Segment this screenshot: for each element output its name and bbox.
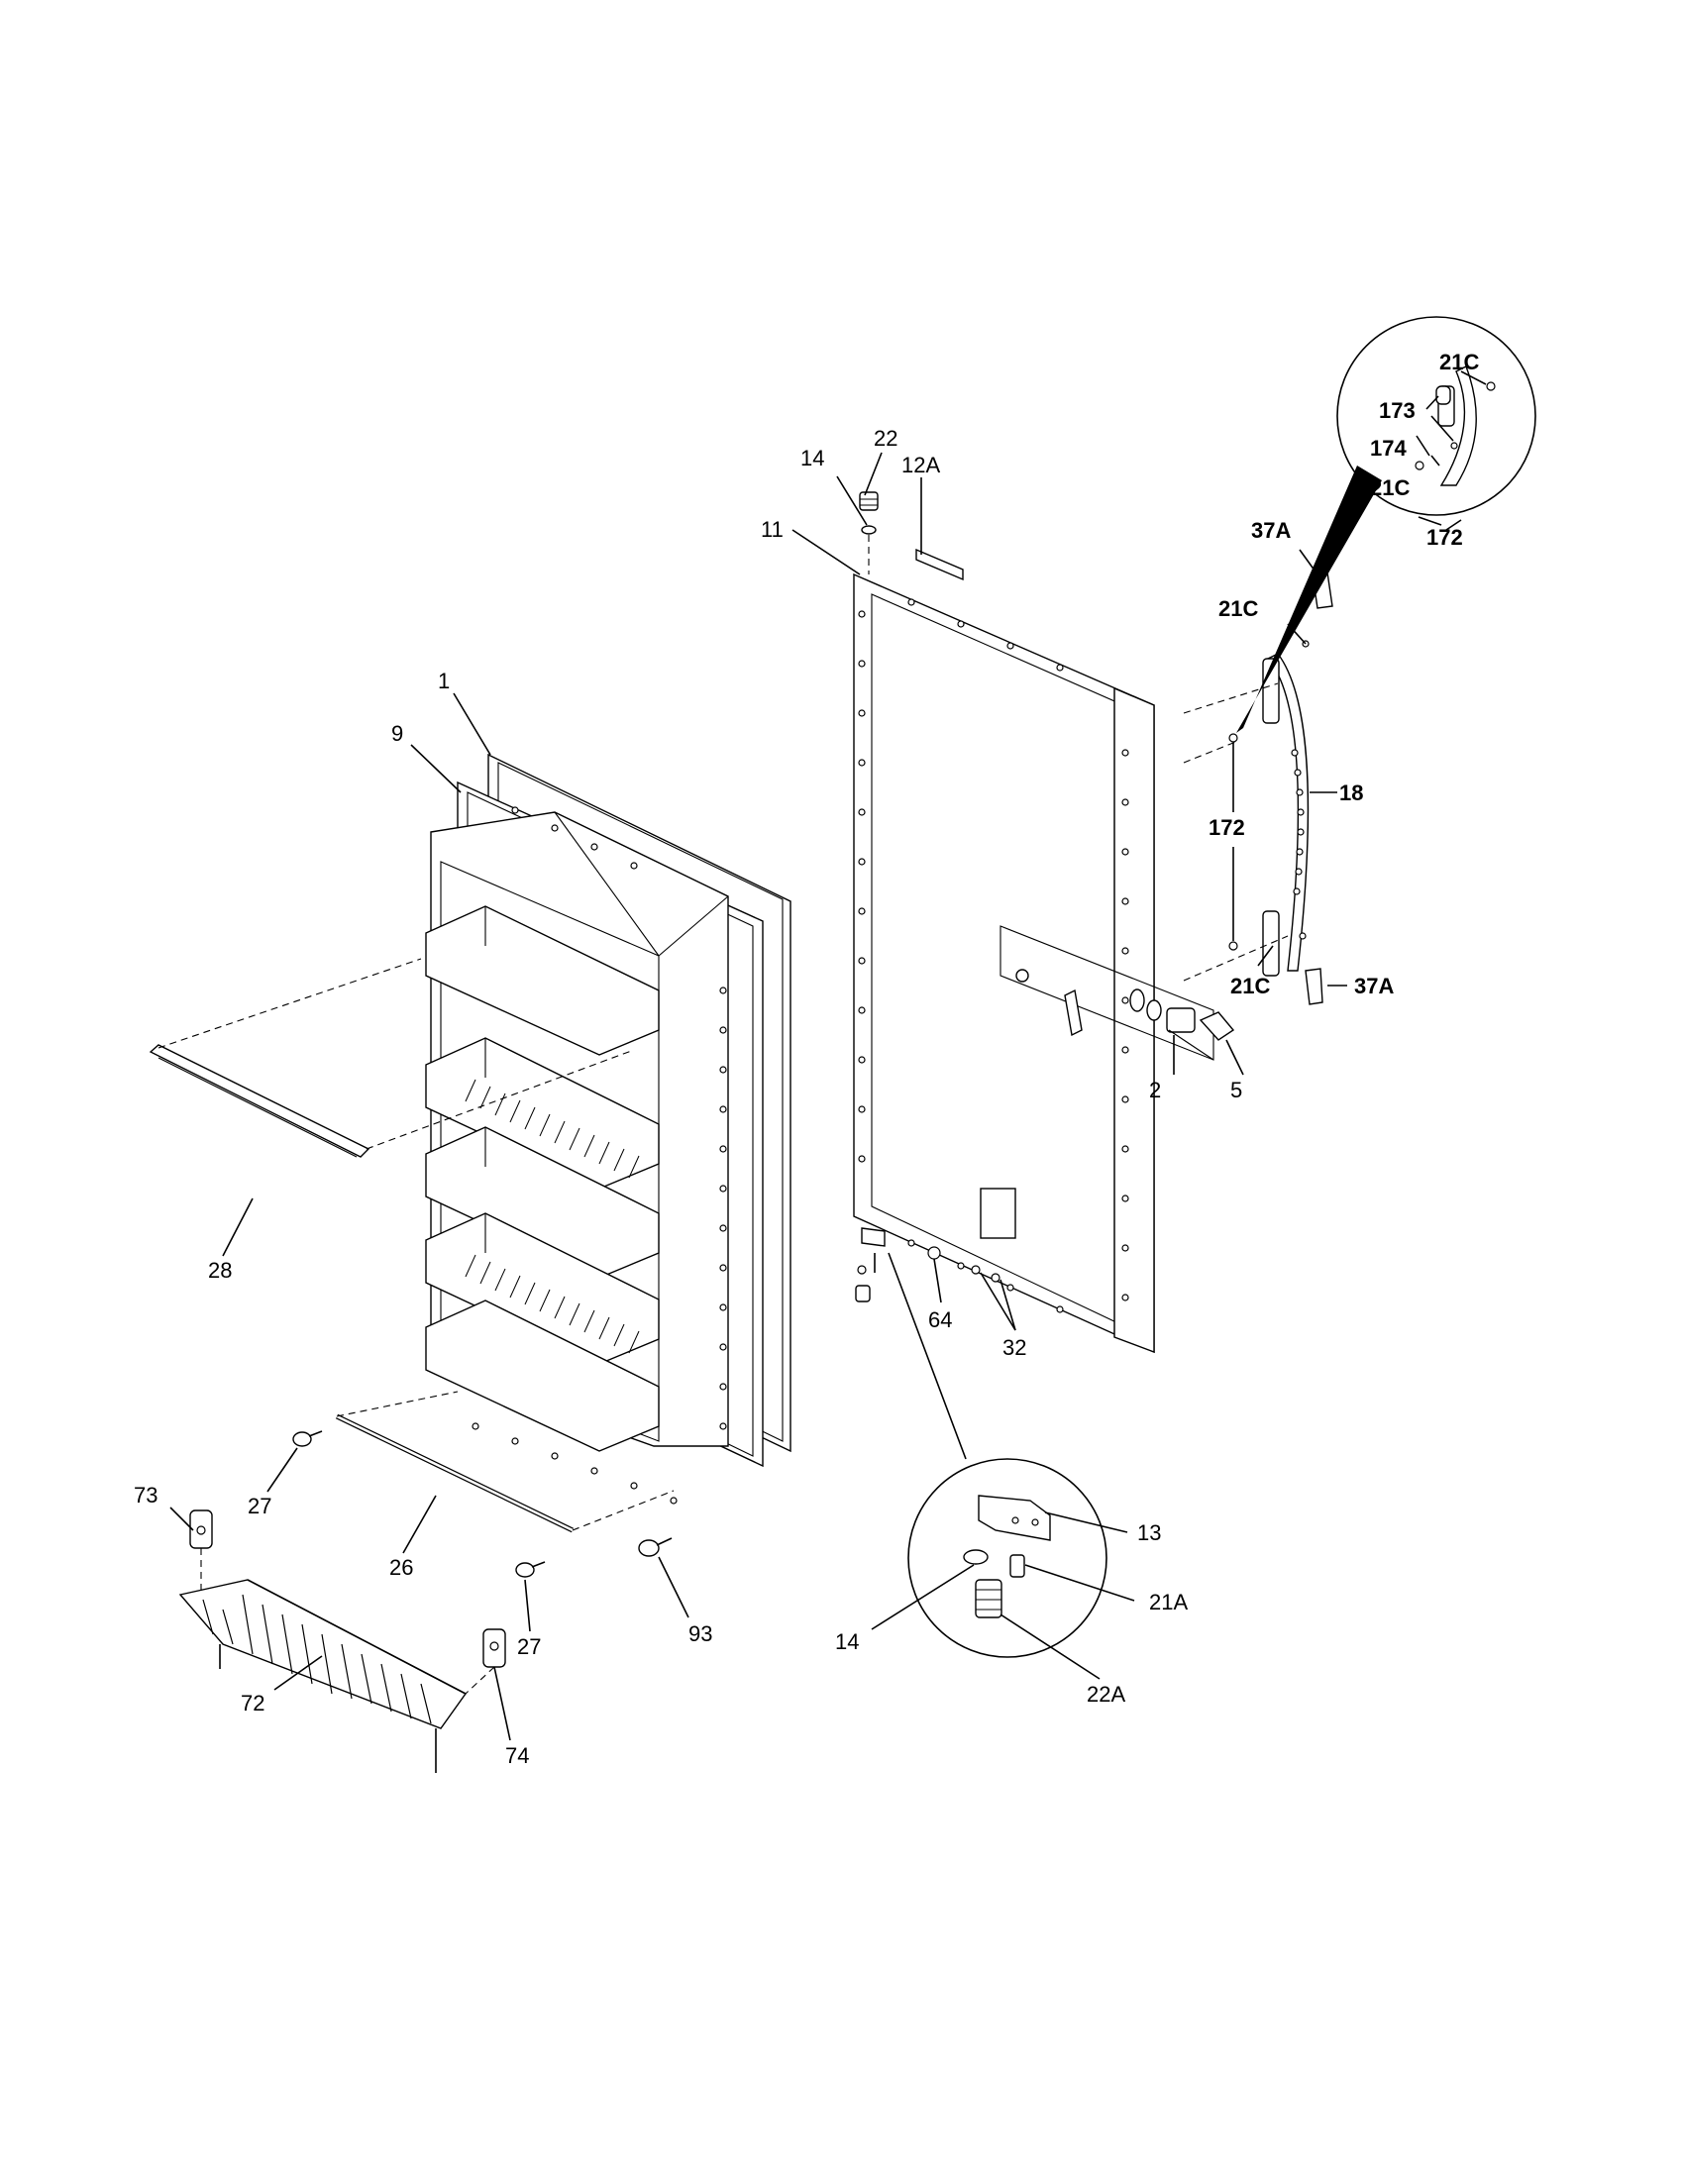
detail-callout-21C-b: 21C <box>1370 475 1410 500</box>
callout-27-bottom: 27 <box>517 1634 541 1659</box>
callout-93: 93 <box>688 1621 712 1646</box>
door-shelf-2 <box>425 1037 660 1190</box>
detail-callout-13: 13 <box>1137 1520 1161 1545</box>
liner-top-crease <box>554 811 660 957</box>
shelf-rail-28 <box>149 958 635 1158</box>
callout-28: 28 <box>208 1258 232 1283</box>
panel-holes <box>858 598 1129 1313</box>
bracket-74 <box>482 1628 506 1668</box>
lock-assembly <box>1000 925 1235 1061</box>
callout-74: 74 <box>505 1743 529 1768</box>
washer-14-top <box>861 525 877 574</box>
door-shelf-3 <box>425 1126 660 1279</box>
callout-37A-top: 37A <box>1251 518 1291 543</box>
callout-2: 2 <box>1149 1078 1161 1102</box>
callout-11: 11 <box>761 517 784 542</box>
detail-callout-172: 172 <box>1426 525 1463 550</box>
end-cap-37A-bottom <box>1305 968 1323 1005</box>
callout-32: 32 <box>1002 1335 1026 1360</box>
bottom-hinge-bracket <box>855 1227 1000 1302</box>
outer-door-11 <box>853 572 1155 1354</box>
door-shelf-4 <box>425 1212 660 1365</box>
leader-lines <box>169 370 1487 1741</box>
callout-5: 5 <box>1230 1078 1242 1102</box>
callout-12A: 12A <box>901 453 940 477</box>
liner-side-crease <box>658 895 729 957</box>
detail-callout-22A: 22A <box>1087 1682 1125 1707</box>
label-plate-12A <box>915 495 964 581</box>
callout-172: 172 <box>1209 815 1245 840</box>
handle-detail-circle <box>1236 316 1536 733</box>
shelf-ribs <box>465 1079 640 1354</box>
callout-21C-top: 21C <box>1218 596 1258 621</box>
detail-callout-173: 173 <box>1379 398 1416 423</box>
callout-labels: 1 9 28 27 26 27 93 73 72 74 22 14 12A 11… <box>134 350 1479 1768</box>
fastener-27-bottom <box>515 1561 546 1578</box>
door-slot <box>980 1188 1016 1239</box>
callout-72: 72 <box>241 1691 264 1716</box>
door-shelf-1 <box>425 905 660 1056</box>
detail-callout-174: 174 <box>1370 436 1407 461</box>
callout-14-top: 14 <box>800 446 824 470</box>
fastener-93 <box>638 1537 673 1557</box>
fastener-27-top <box>292 1430 323 1447</box>
bracket-73 <box>189 1509 213 1549</box>
callout-22: 22 <box>874 426 897 451</box>
door-liner <box>425 753 791 1505</box>
bottom-rod-26 <box>335 1391 675 1533</box>
callout-9: 9 <box>391 721 403 746</box>
callout-37A-bottom: 37A <box>1354 974 1394 998</box>
basket-72 <box>178 1548 495 1773</box>
callout-27-top: 27 <box>248 1494 271 1518</box>
callout-73: 73 <box>134 1483 158 1508</box>
callout-26: 26 <box>389 1555 413 1580</box>
detail-callout-14: 14 <box>835 1629 859 1654</box>
callout-64: 64 <box>928 1307 952 1332</box>
hinge-detail-circle <box>888 1252 1107 1658</box>
callout-18: 18 <box>1339 780 1363 805</box>
door-shelf-5 <box>425 1300 660 1452</box>
handle-18 <box>1183 640 1310 982</box>
callout-21C-bottom: 21C <box>1230 974 1270 998</box>
callout-1: 1 <box>438 669 450 693</box>
detail-callout-21C-a: 21C <box>1439 350 1479 374</box>
hinge-pin-22 <box>859 491 879 511</box>
frame-holes <box>472 806 727 1505</box>
detail-callout-21A: 21A <box>1149 1590 1188 1614</box>
